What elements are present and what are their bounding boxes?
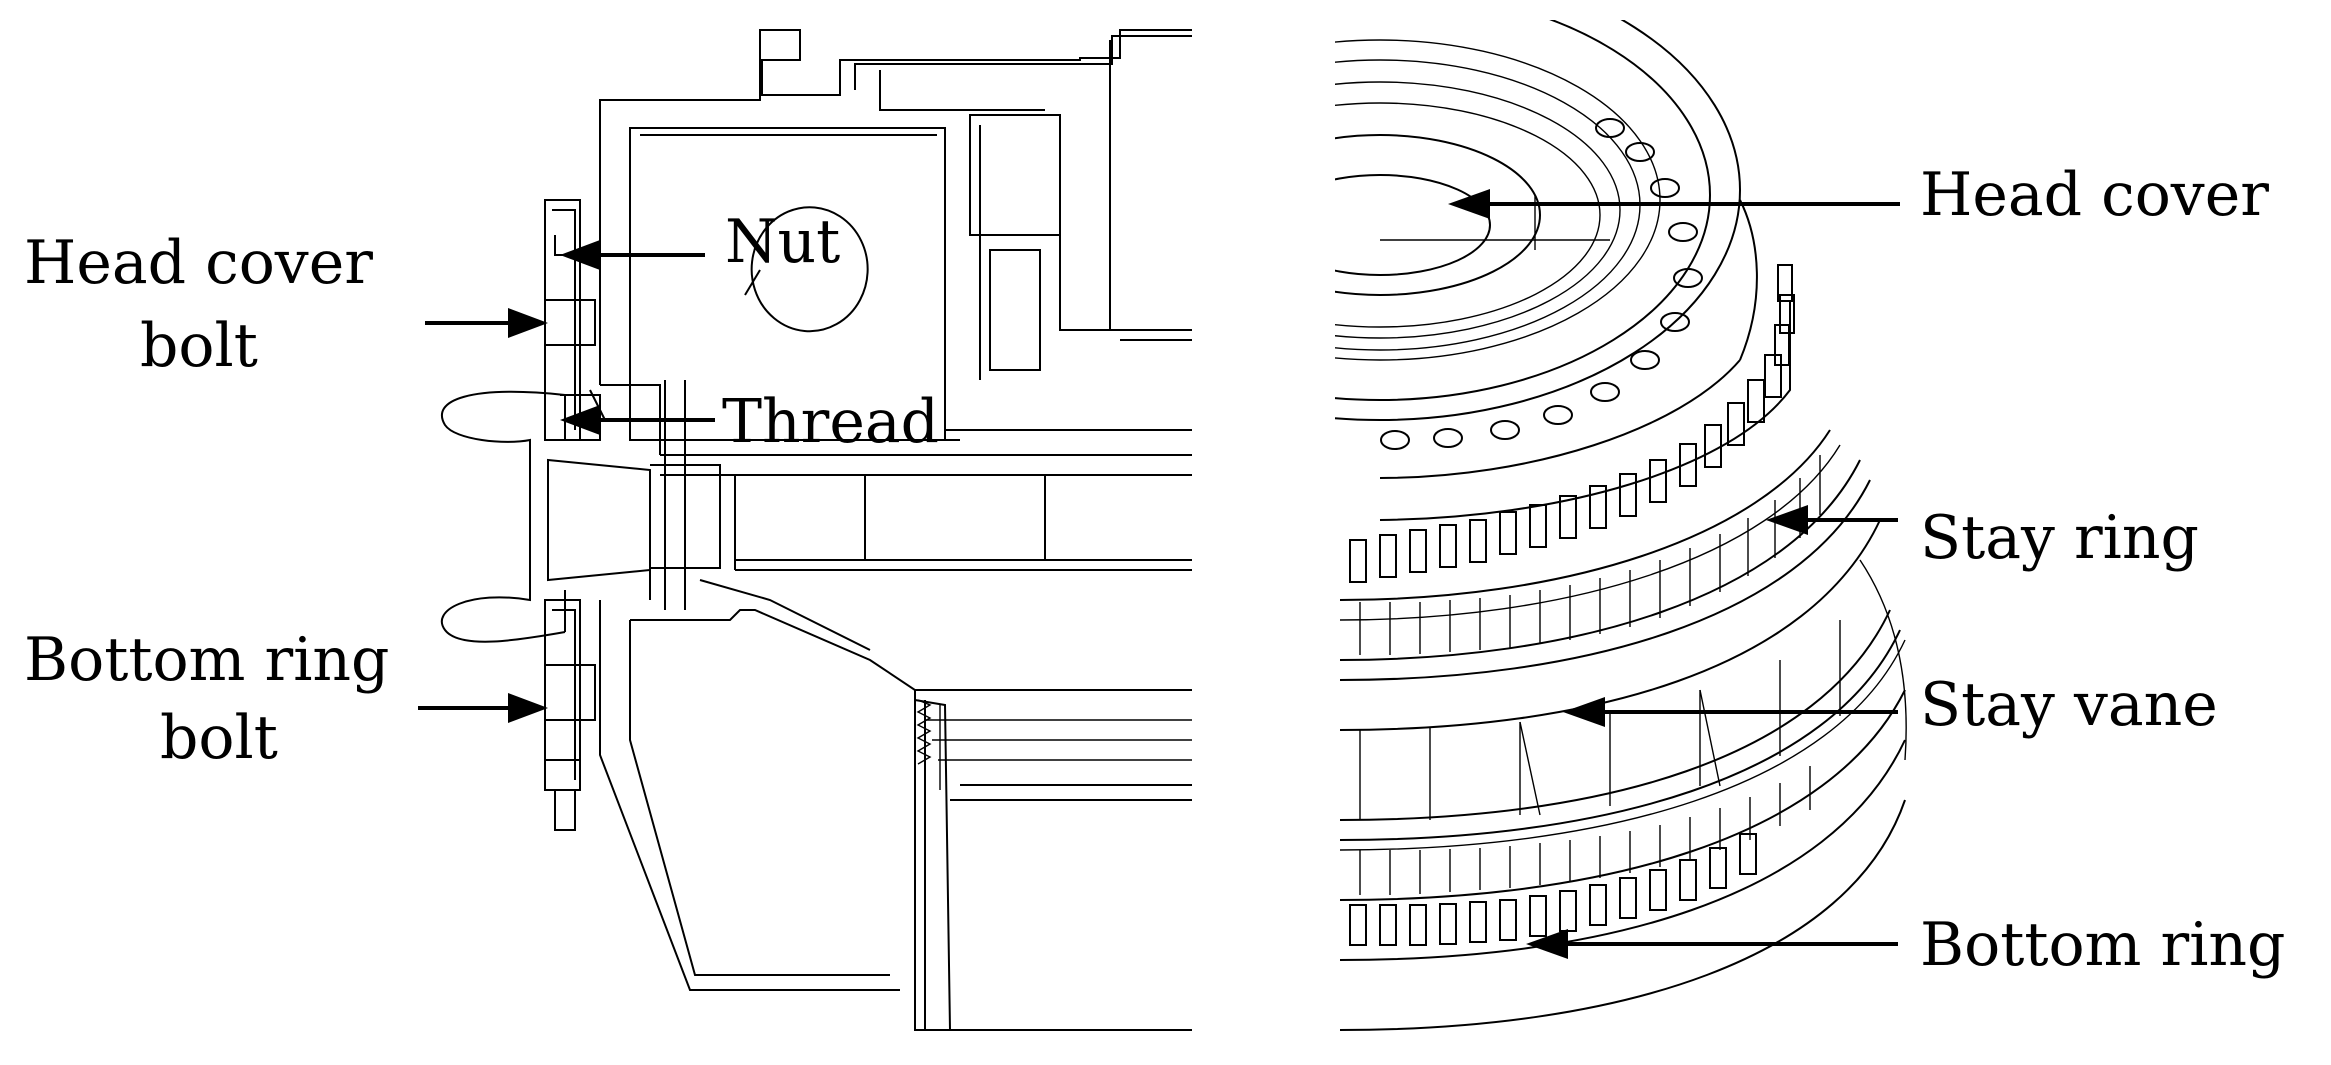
label-head-cover: Head cover [1920, 160, 2269, 230]
arrow-stay-ring [1766, 505, 1898, 535]
head-cover-studs [1349, 264, 1795, 583]
right-labels: Head cover Stay ring Stay vane Bottom ri… [1448, 160, 2285, 980]
label-nut: Nut [725, 207, 840, 277]
label-bottom-ring: Bottom ring [1920, 910, 2285, 980]
assembly-drawing [1335, 20, 1907, 1031]
cross-section-drawing [440, 29, 1192, 1031]
arrow-bottom-ring [1526, 929, 1898, 959]
arrow-head-cover-bolt [425, 308, 548, 338]
arrow-nut [560, 240, 705, 270]
arrow-bottom-ring-bolt [418, 693, 548, 723]
arrow-stay-vane [1563, 697, 1898, 727]
bottom-ring-studs [1349, 833, 1757, 946]
flange-bolt-holes [1380, 118, 1703, 450]
left-labels: Head cover bolt Nut Thread Bottom ring b… [24, 207, 939, 773]
stay-vanes [1359, 620, 1841, 820]
label-thread: Thread [722, 387, 939, 457]
label-stay-ring: Stay ring [1920, 503, 2199, 573]
arrow-head-cover [1448, 189, 1900, 219]
arrow-thread [560, 405, 715, 435]
label-bottom-ring-bolt-line1: Bottom ring [24, 625, 389, 695]
label-bottom-ring-bolt-line2: bolt [160, 703, 278, 773]
lower-slots [1359, 766, 1811, 895]
label-head-cover-bolt-line2: bolt [140, 311, 258, 381]
label-stay-vane: Stay vane [1920, 670, 2218, 740]
label-head-cover-bolt-line1: Head cover [24, 228, 373, 298]
